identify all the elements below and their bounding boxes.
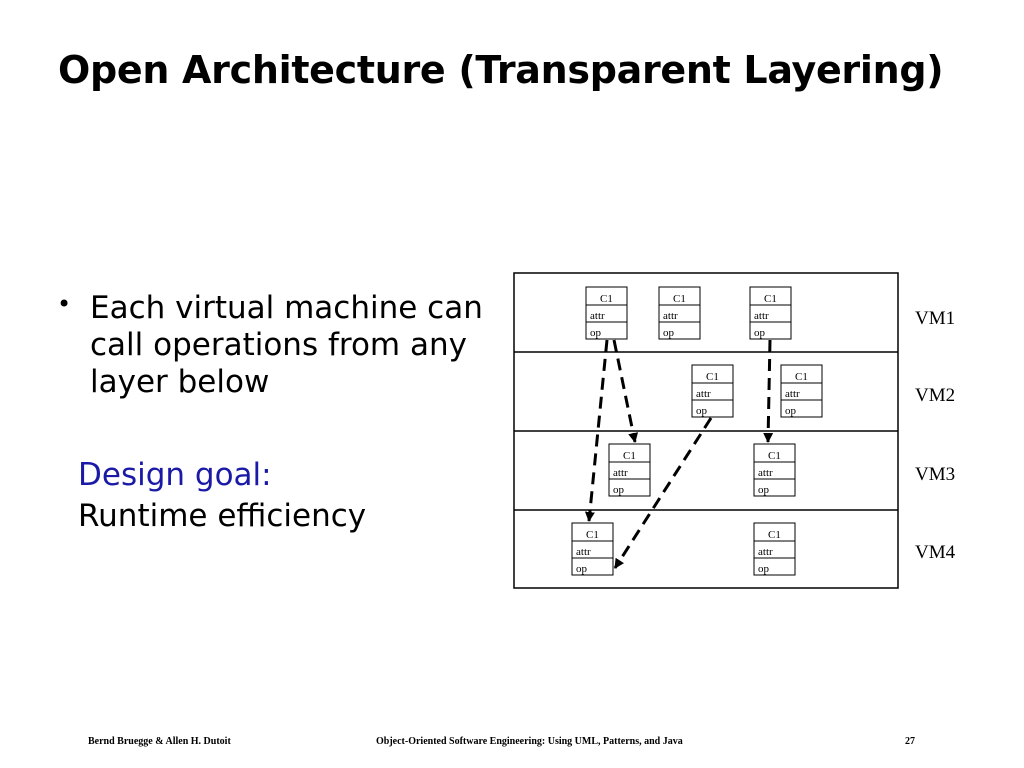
class-box: C1 attr op [608, 443, 651, 497]
class-box: C1 attr op [753, 522, 796, 576]
bullet-text: Each virtual machine can call operations… [90, 290, 483, 400]
class-name: C1 [764, 293, 777, 305]
class-op: op [663, 327, 675, 339]
class-box: C1 attr op [585, 286, 628, 340]
footer-book-title: Object-Oriented Software Engineering: Us… [376, 736, 683, 747]
class-name: C1 [673, 293, 686, 305]
call-arrow [763, 339, 774, 443]
layer-label-vm2: VM2 [915, 385, 955, 406]
slide-title: Open Architecture (Transparent Layering) [58, 48, 944, 92]
call-arrow [613, 417, 713, 569]
class-box: C1 attr op [658, 286, 701, 340]
class-name: C1 [623, 450, 636, 462]
class-name: C1 [600, 293, 613, 305]
class-attr: attr [758, 546, 773, 558]
class-attr: attr [576, 546, 591, 558]
layer-label-vm4: VM4 [915, 542, 956, 563]
call-arrow [584, 339, 609, 522]
class-attr: attr [663, 310, 678, 322]
class-name: C1 [768, 529, 781, 541]
class-box: C1 attr op [749, 286, 792, 340]
class-box: C1 attr op [780, 364, 823, 418]
class-op: op [696, 405, 708, 417]
layer-label-vm1: VM1 [915, 308, 955, 329]
layer-label-vm3: VM3 [915, 464, 955, 485]
class-op: op [576, 563, 588, 575]
class-op: op [758, 563, 770, 575]
class-op: op [590, 327, 602, 339]
class-op: op [613, 484, 625, 496]
class-op: op [785, 405, 797, 417]
design-goal-value: Runtime efficiency [78, 498, 367, 534]
footer-page-number: 27 [905, 736, 915, 747]
class-attr: attr [754, 310, 769, 322]
class-name: C1 [706, 371, 719, 383]
class-attr: attr [590, 310, 605, 322]
call-arrow [612, 339, 639, 443]
design-goal-label: Design goal: [78, 457, 272, 493]
class-attr: attr [696, 388, 711, 400]
class-attr: attr [758, 467, 773, 479]
class-box: C1 attr op [571, 522, 614, 576]
class-name: C1 [795, 371, 808, 383]
class-box: C1 attr op [691, 364, 734, 418]
footer-authors: Bernd Bruegge & Allen H. Dutoit [88, 736, 231, 747]
class-op: op [758, 484, 770, 496]
class-op: op [754, 327, 766, 339]
class-name: C1 [768, 450, 781, 462]
class-box: C1 attr op [753, 443, 796, 497]
class-attr: attr [613, 467, 628, 479]
class-name: C1 [586, 529, 599, 541]
bullet-dot-icon: • [57, 290, 72, 318]
class-attr: attr [785, 388, 800, 400]
